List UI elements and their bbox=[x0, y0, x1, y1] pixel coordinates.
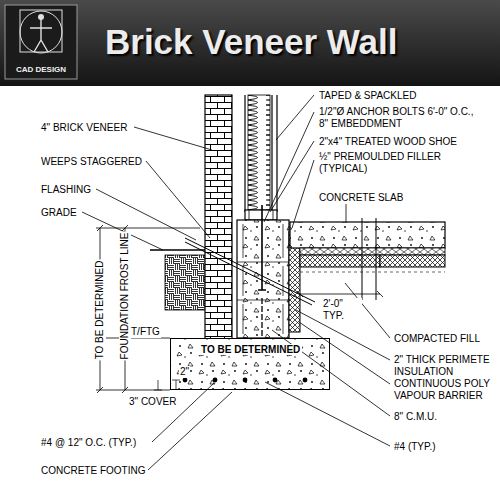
callout-label: CONCRETE FOOTING bbox=[40, 465, 146, 477]
title: Brick Veneer Wall bbox=[105, 22, 397, 62]
callout-label: #4 (TYP.) bbox=[393, 441, 437, 453]
callout-label: 2" THICK PERIMETE INSULATION bbox=[393, 354, 495, 378]
callout-label: CONCRETE SLAB bbox=[318, 192, 404, 204]
callout-label: COMPACTED FILL bbox=[393, 333, 481, 345]
callout-label: 1/2"Ø ANCHOR BOLTS 6'-0" O.C., 8" EMBEDD… bbox=[318, 106, 485, 130]
callout-label: T/FTG bbox=[130, 326, 161, 338]
callout-label: ½" PREMOULDED FILLER (TYPICAL) bbox=[318, 151, 460, 175]
callout-label: CONTINUOUS POLY VAPOUR BARRIER bbox=[393, 378, 495, 402]
dimension-text: FOUNDATION FROST LINE bbox=[119, 232, 131, 361]
callout-label: TAPED & SPACKLED bbox=[318, 90, 417, 102]
callout-label: #4 @ 12" O.C. (TYP.) bbox=[40, 437, 137, 449]
callout-label: 2" bbox=[179, 366, 190, 378]
callout-label: 4" BRICK VENEER bbox=[40, 122, 128, 134]
logo-text: CAD DESIGN bbox=[7, 64, 75, 76]
dimension-text: TO BE DETERMINED bbox=[94, 260, 106, 361]
callout-label: FLASHING bbox=[40, 184, 92, 196]
callout-label: 2"x4" TREATED WOOD SHOE bbox=[318, 136, 458, 148]
callout-label: 8" C.M.U. bbox=[393, 411, 438, 423]
callout-label: GRADE bbox=[40, 207, 78, 219]
footing-outline: TO BE DETERMINED bbox=[170, 338, 330, 390]
callout-label: 3" COVER bbox=[128, 396, 177, 408]
header-band bbox=[0, 0, 500, 86]
callout-label: 2'-0" TYP. bbox=[322, 298, 362, 322]
callout-label: WEEPS STAGGERED bbox=[40, 156, 143, 168]
footing-label: TO BE DETERMINED bbox=[199, 344, 302, 355]
